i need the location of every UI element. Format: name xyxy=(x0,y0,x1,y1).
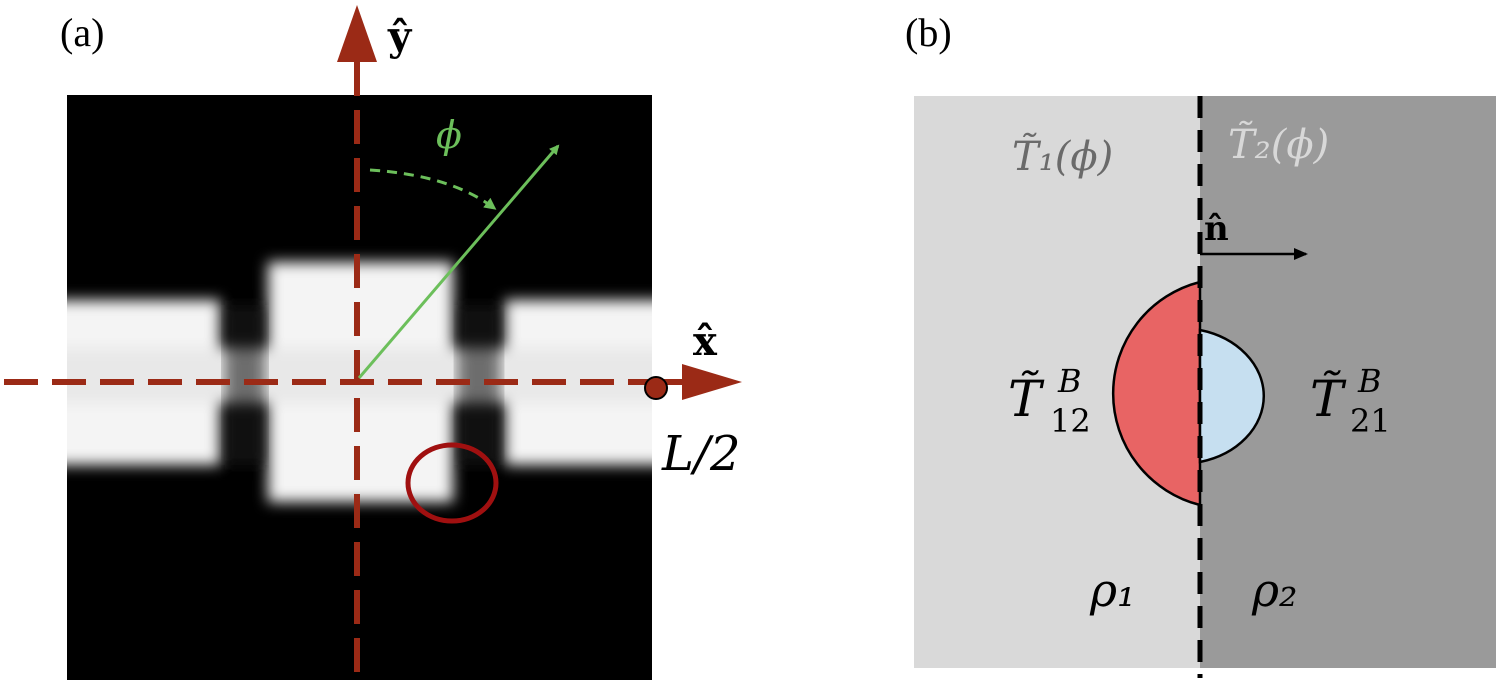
boundary-cap-12 xyxy=(1111,280,1202,507)
angle-label: ϕ xyxy=(436,113,462,157)
boundary-cap-21 xyxy=(1198,328,1266,464)
x-axis-label: x̂ xyxy=(693,318,718,365)
boundary-label-12-sup: B xyxy=(1057,362,1082,400)
highlight-circle xyxy=(405,442,499,524)
panel-a: (a) ŷ x̂ L/2 ϕ xyxy=(4,5,742,680)
angle-arc xyxy=(369,168,497,210)
density-2-label: ρ₂ xyxy=(1251,563,1297,617)
panel-b-label: (b) xyxy=(905,10,952,55)
edge-length-label: L/2 xyxy=(661,426,741,482)
y-axis-arrowhead xyxy=(337,5,377,62)
region2-tension-label: T̃₂(ϕ) xyxy=(1228,121,1329,168)
region1-tension-label: T̃₁(ϕ) xyxy=(1012,133,1113,180)
x-axis-arrowhead xyxy=(682,364,742,400)
density-1-label: ρ₁ xyxy=(1089,563,1135,617)
boundary-label-21: T̃ B 21 xyxy=(1310,362,1391,440)
boundary-label-21-base: T̃ xyxy=(1310,369,1347,428)
y-axis-label: ŷ xyxy=(387,13,413,60)
edge-point xyxy=(644,376,668,400)
boundary-label-12-base: T̃ xyxy=(1008,369,1045,428)
boundary-label-12-sub: 12 xyxy=(1050,402,1091,440)
density-image xyxy=(67,95,652,680)
orientation-vector xyxy=(357,144,560,379)
panel-b: (b) n̂ T̃₁(ϕ) T̃₂(ϕ) T̃ B 12 T̃ B 21 ρ₁ … xyxy=(905,10,1496,678)
panel-a-label: (a) xyxy=(60,10,104,55)
boundary-label-21-sub: 21 xyxy=(1350,402,1391,440)
boundary-label-12: T̃ B 12 xyxy=(1008,362,1091,440)
boundary-label-21-sup: B xyxy=(1357,362,1382,400)
normal-label: n̂ xyxy=(1204,209,1229,249)
